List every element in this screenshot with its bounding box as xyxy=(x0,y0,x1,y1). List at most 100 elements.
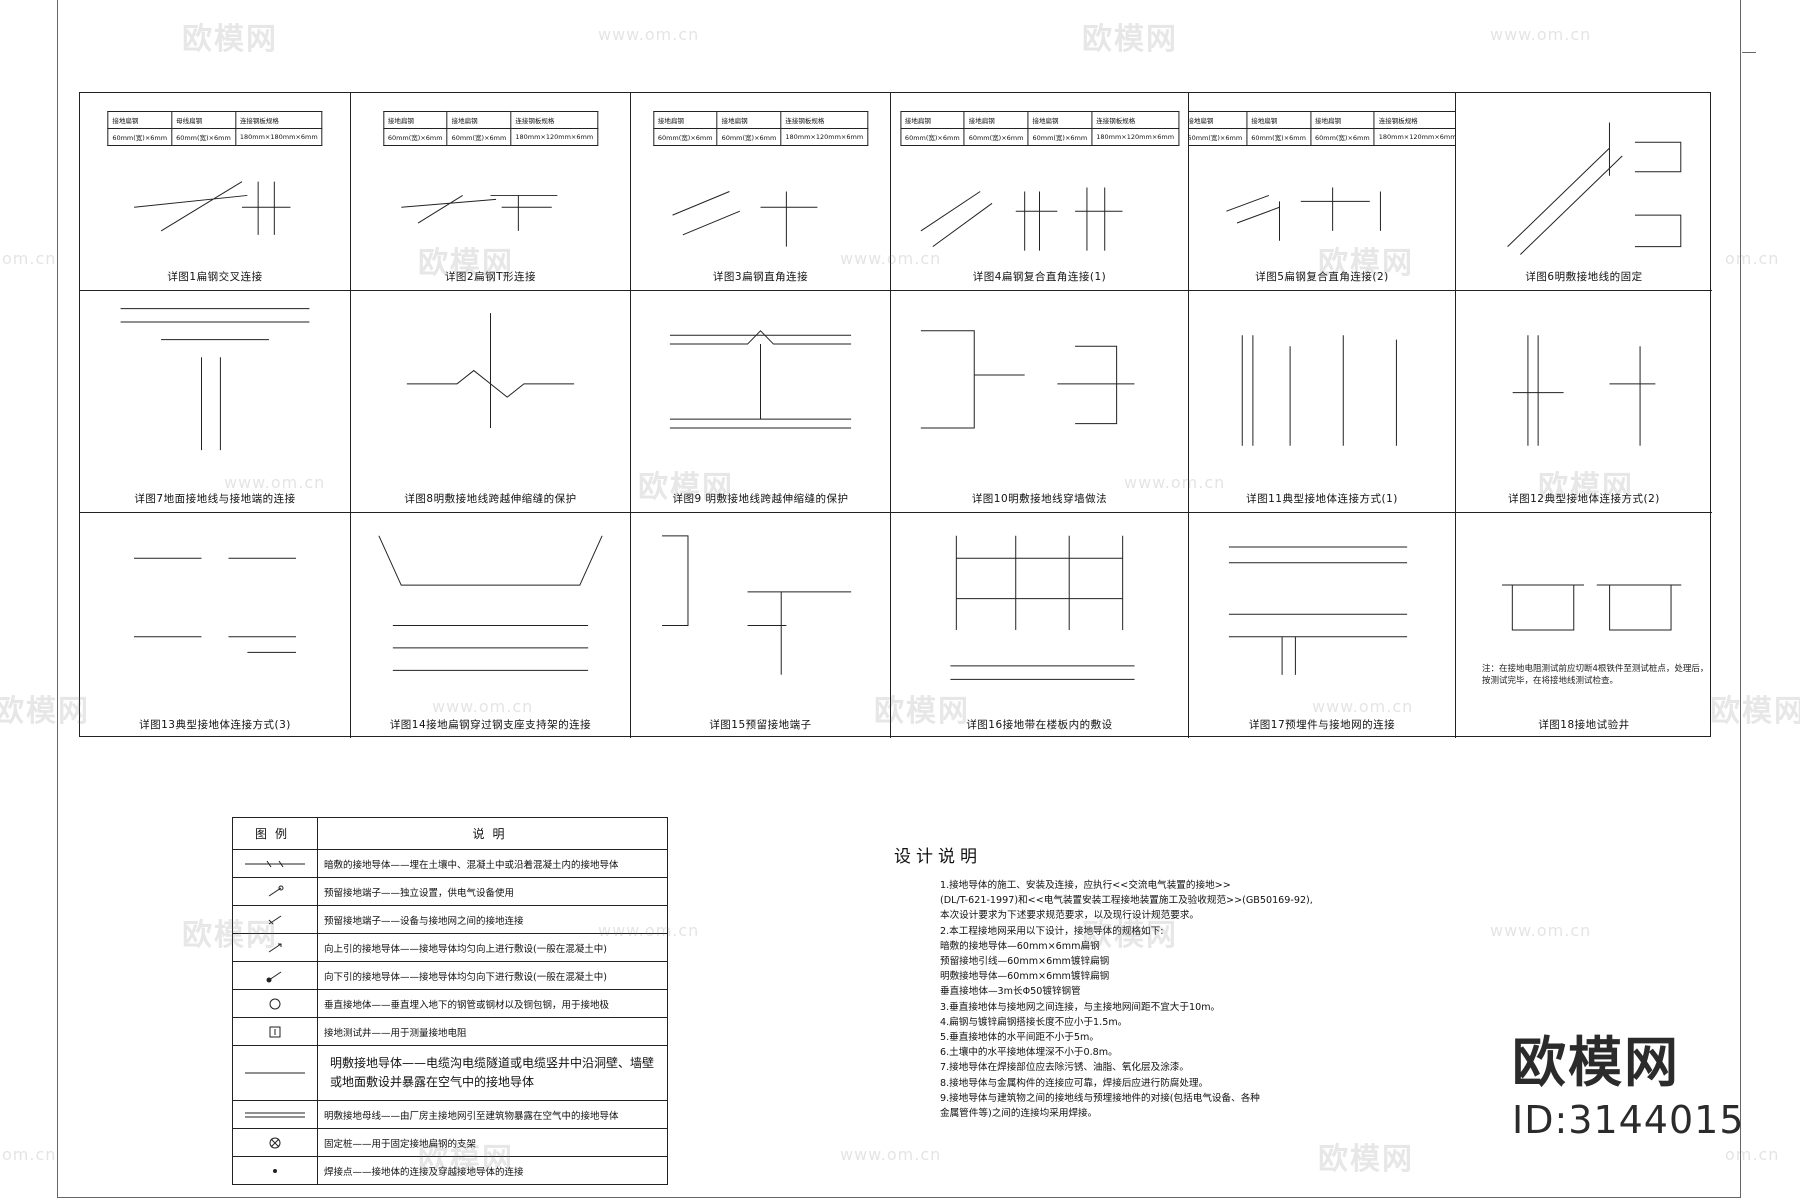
brand-logo-text: 欧模网 xyxy=(1512,1031,1680,1094)
design-note-line: 8.接地导体与金属构件的连接应可靠，焊接后应进行防腐处理。 xyxy=(940,1077,1209,1089)
design-note-line: 金属管件等)之间的连接均采用焊接。 xyxy=(940,1108,1098,1120)
legend-description: 固定桩——用于固定接地扁钢的支架 xyxy=(317,1128,668,1157)
design-note-line: 垂直接地体—3m长Φ50镀锌钢管 xyxy=(940,986,1081,998)
down-lead-icon xyxy=(266,971,282,982)
drawing-stroke xyxy=(1226,187,1381,241)
symbol-stroke xyxy=(245,860,305,867)
spec-cell: 60mm(宽)×6mm xyxy=(446,128,512,146)
symbol-stroke xyxy=(269,1137,281,1148)
spec-cell: 连接钢板规格 xyxy=(780,111,869,129)
legend-body: 暗敷的接地导体——埋在土壤中、混凝土中或沿着混凝土内的接地导体预留接地端子——独… xyxy=(232,849,668,1185)
symbol-stroke xyxy=(268,943,282,952)
legend-row: 固定桩——用于固定接地扁钢的支架 xyxy=(232,1128,668,1157)
legend-row: 明敷接地母线——由厂房主接地网引至建筑物暴露在空气中的接地导体 xyxy=(232,1100,668,1129)
symbol-stroke xyxy=(273,1168,277,1173)
spec-cell: 接地扁钢 xyxy=(1246,111,1311,129)
detail-caption: 详图13典型接地体连接方式(3) xyxy=(139,719,291,731)
detail-drawing xyxy=(672,191,818,247)
symbol-stroke xyxy=(245,1112,305,1117)
junction-icon xyxy=(273,1168,277,1173)
legend-symbol xyxy=(232,961,318,990)
legend-description: 明敷接地导体——电缆沟电缆隧道或电缆竖井中沿洞壁、墙壁或地面敷设并暴露在空气中的… xyxy=(317,1045,668,1101)
legend-description: 焊接点——接地体的连接及穿越接地导体的连接 xyxy=(317,1156,668,1185)
spec-cell: 连接钢板规格 xyxy=(510,111,599,129)
spec-cell: 60mm(宽)×6mm xyxy=(652,128,718,146)
detail-cell: 详图12典型接地体连接方式(2) xyxy=(1456,291,1712,513)
spec-cell: 接地扁钢 xyxy=(107,111,173,129)
drawing-stroke xyxy=(1512,335,1656,446)
legend-description: 向上引的接地导体——接地导体均匀向上进行敷设(一般在混凝土中) xyxy=(317,933,668,962)
spec-cell: 180mm×120mm×6mm xyxy=(1091,128,1180,146)
watermark-side: om.cn xyxy=(2,249,57,268)
buried-line-icon xyxy=(245,860,305,867)
legend-row: 预留接地端子——独立设置，供电气设备使用 xyxy=(232,877,668,906)
spec-cell: 接地扁钢 xyxy=(963,111,1029,129)
detail-caption: 详图14接地扁钢穿过钢支座支持架的连接 xyxy=(389,719,592,731)
drawing-stroke xyxy=(1507,122,1682,255)
legend-row: 向下引的接地导体——接地导体均匀向下进行敷设(一般在混凝土中) xyxy=(232,961,668,990)
detail-caption: 详图12典型接地体连接方式(2) xyxy=(1508,493,1660,505)
detail-drawing xyxy=(134,557,296,653)
detail-drawing xyxy=(920,187,1123,251)
drawing-stroke xyxy=(401,194,558,231)
symbol-stroke xyxy=(278,885,284,890)
detail-caption: 详图17预埋件与接地网的连接 xyxy=(1248,719,1396,731)
legend-row: 垂直接地体——垂直埋入地下的钢管或钢材以及铜包钢，用于接地极 xyxy=(232,989,668,1018)
exposed-bus-icon xyxy=(245,1112,305,1117)
legend-row: 明敷接地导体——电缆沟电缆隧道或电缆竖井中沿洞壁、墙壁或地面敷设并暴露在空气中的… xyxy=(232,1045,668,1101)
drawing-stroke xyxy=(378,535,603,671)
spec-cell: 60mm(宽)×6mm xyxy=(1027,128,1093,146)
design-note-line: 明敷接地导体—60mm×6mm镀锌扁钢 xyxy=(940,971,1110,983)
detail-caption: 详图7地面接地线与接地端的连接 xyxy=(134,493,296,505)
detail-caption: 详图6明敷接地线的固定 xyxy=(1525,271,1643,283)
spec-cell: 180mm×120mm×6mm xyxy=(780,128,869,146)
spec-cell: 60mm(宽)×6mm xyxy=(899,128,965,146)
spec-cell: 连接钢板规格 xyxy=(1091,111,1180,129)
detail-drawing xyxy=(669,330,852,429)
legend-symbol xyxy=(232,849,318,878)
design-note-line: 4.扁钢与镀锌扁钢搭接长度不应小于1.5m。 xyxy=(940,1016,1128,1028)
detail-drawing xyxy=(920,330,1135,429)
design-note-line: 3.垂直接地体与接地网之间连接，与主接地网间距不宜大于10m。 xyxy=(940,1001,1221,1013)
legend-description: 预留接地端子——独立设置，供电气设备使用 xyxy=(317,877,668,906)
detail-cell: 详图7地面接地线与接地端的连接 xyxy=(80,291,351,513)
drawing-stroke xyxy=(662,535,852,675)
spec-cell: 接地扁钢 xyxy=(1309,111,1375,129)
drawing-stroke xyxy=(120,308,310,451)
detail-drawing xyxy=(1512,335,1656,446)
legend-symbol xyxy=(232,905,318,934)
drawing-stroke xyxy=(920,330,1135,429)
watermark-side: om.cn xyxy=(2,1145,57,1164)
spec-cell: 接地扁钢 xyxy=(382,111,448,129)
detail-drawing xyxy=(950,535,1135,680)
symbol-stroke xyxy=(269,1026,281,1037)
legend-symbol xyxy=(232,933,318,962)
design-note-line: 暗敷的接地导体—60mm×6mm扁钢 xyxy=(940,940,1100,952)
drawing-stroke xyxy=(1228,546,1408,675)
detail-drawing xyxy=(1226,187,1381,241)
detail-drawing xyxy=(401,194,558,231)
detail-caption: 详图4扁钢复合直角连接(1) xyxy=(972,271,1107,283)
detail-drawing xyxy=(378,535,603,671)
legend-header-symbol: 图例 xyxy=(232,817,318,850)
spec-cell: 60mm(宽)×6mm xyxy=(1309,128,1375,146)
legend-symbol xyxy=(232,989,318,1018)
legend-symbol xyxy=(232,1045,318,1101)
spec-cell: 60mm(宽)×6mm xyxy=(963,128,1029,146)
spec-cell: 接地扁钢 xyxy=(899,111,965,129)
drawing-stroke xyxy=(406,313,575,429)
detail-cell: 注：在接地电阻测试前应切断4根铁件至测试桩点，处理后，按测试完毕，在将接地线测试… xyxy=(1456,513,1712,738)
spec-cell: 连接钢板规格 xyxy=(234,111,323,129)
drawing-stroke xyxy=(1241,335,1397,446)
symbol-stroke xyxy=(270,1138,280,1147)
legend-row: 焊接点——接地体的连接及穿越接地导体的连接 xyxy=(232,1156,668,1185)
vertical-rod-icon xyxy=(269,998,281,1009)
spec-cell: 60mm(宽)×6mm xyxy=(382,128,448,146)
